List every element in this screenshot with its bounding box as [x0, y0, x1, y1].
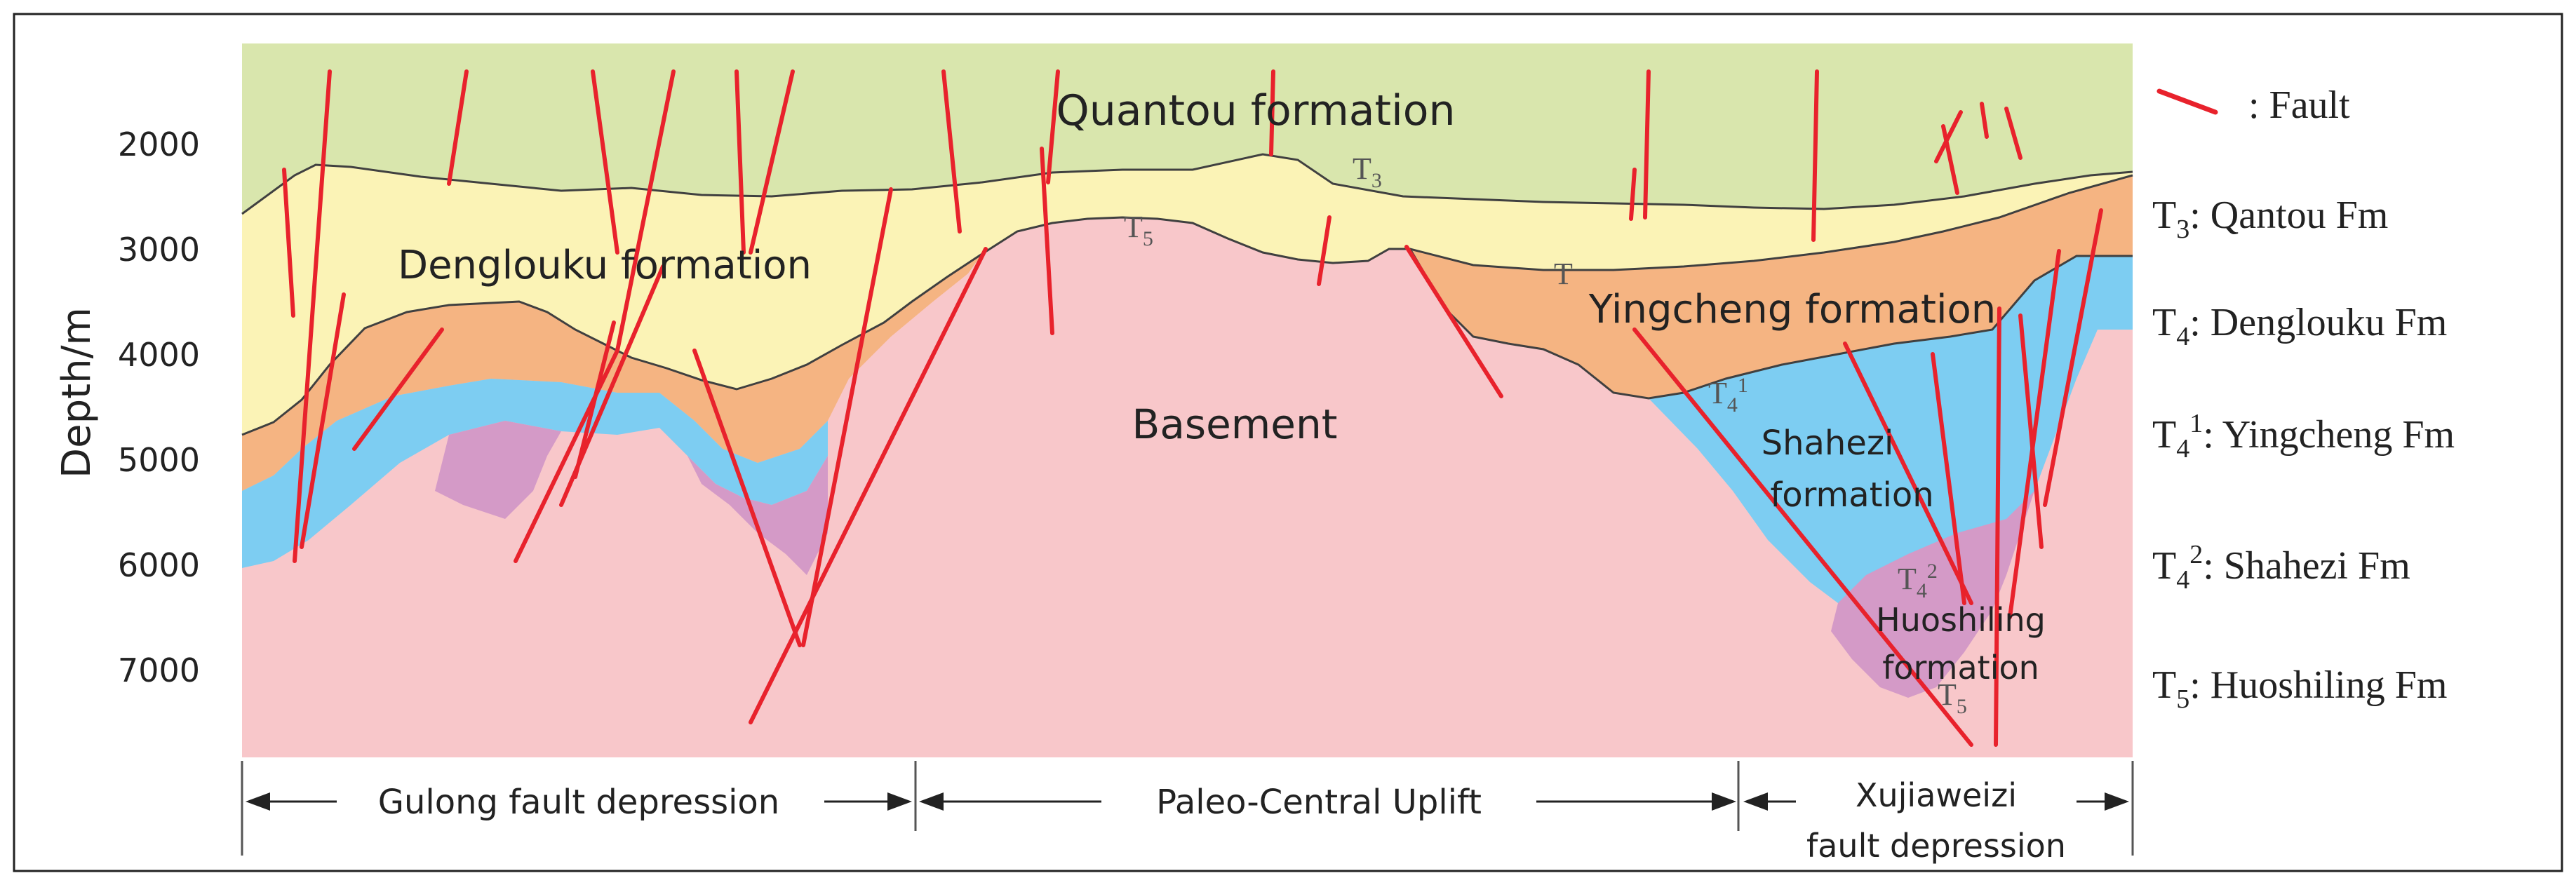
y-tick: 2000: [118, 126, 200, 163]
zone-xujia-2: fault depression: [1806, 827, 2066, 865]
arrow-right-icon: [1712, 792, 1736, 811]
fault: [692, 349, 802, 647]
legend-item: T42: Shahezi Fm: [2152, 540, 2410, 595]
legend-fault: : Fault: [2248, 83, 2350, 127]
fault: [1046, 69, 1060, 184]
label-quantou: Quantou formation: [1056, 86, 1456, 135]
legend-item: T3: Qantou Fm: [2152, 194, 2388, 244]
arrow-left-icon: [246, 792, 270, 811]
label-yingcheng: Yingcheng formation: [1588, 287, 1997, 332]
fault: [2004, 107, 2022, 160]
arrow-left-icon: [919, 792, 944, 811]
layer-quantou: [242, 43, 2133, 214]
y-tick: 4000: [118, 336, 200, 374]
y-axis-label: Depth/m: [54, 307, 100, 478]
fault: [1843, 342, 1973, 605]
label-shahezi-1: Shahezi: [1762, 424, 1894, 463]
fault: [1632, 327, 1973, 747]
marker-t5-right: T5: [1938, 677, 1967, 718]
fault: [352, 327, 444, 451]
fault: [749, 247, 988, 724]
fault: [801, 187, 893, 647]
marker-t5-left: T5: [1124, 210, 1153, 250]
fault-legend-icon: [2156, 88, 2218, 115]
fault: [2008, 249, 2061, 619]
fault: [514, 349, 619, 563]
label-huoshiling-1: Huoshiling: [1876, 601, 2046, 639]
arrow-right-icon: [887, 792, 912, 811]
zone-strip: Gulong fault depression Paleo-Central Up…: [241, 761, 2134, 865]
fault: [447, 69, 469, 186]
arrow-left-icon: [1743, 792, 1768, 811]
legend-item: T5: Huoshiling Fm: [2152, 663, 2447, 714]
fault: [2018, 313, 2044, 549]
layer-huoshiling-left: [435, 421, 561, 519]
y-tick: 3000: [118, 231, 200, 269]
formation-labels: Quantou formation Denglouku formation Yi…: [398, 86, 2046, 687]
fault: [1811, 69, 1819, 242]
fault: [300, 292, 346, 549]
zone-xujia-1: Xujiaweizi: [1856, 776, 2017, 814]
fault: [734, 69, 746, 255]
legend-item: T41: Yingcheng Fm: [2152, 409, 2455, 464]
fault: [1941, 124, 1959, 195]
legend: : Fault T3: Qantou Fm T4: Denglouku Fm T…: [2152, 83, 2455, 714]
fault: [941, 69, 962, 234]
layer-huoshiling-right: [1831, 491, 2034, 698]
fault: [1994, 306, 2001, 747]
layer-yingcheng-right: [1410, 175, 2133, 398]
fault: [282, 168, 295, 318]
fault: [1269, 69, 1275, 156]
fault: [573, 320, 616, 479]
y-axis: Depth/m 2000 3000 4000 5000 6000 7000: [54, 126, 200, 689]
y-tick: 5000: [118, 441, 200, 479]
fault: [1643, 69, 1651, 219]
fault: [1934, 110, 1963, 163]
arrow-right-icon: [2105, 792, 2129, 811]
fault: [1317, 215, 1331, 286]
label-shahezi-2: formation: [1770, 475, 1933, 515]
marker-t3: T3: [1353, 151, 1382, 192]
legend-item: T4: Denglouku Fm: [2152, 301, 2447, 351]
layer-denglouku: [242, 154, 2133, 435]
marker-t4-1: T41: [1708, 374, 1748, 417]
marker-t4-right: T: [1554, 257, 1573, 291]
label-basement: Basement: [1132, 400, 1338, 448]
fault: [1931, 352, 1966, 605]
fault: [1980, 102, 1989, 139]
zone-gulong: Gulong fault depression: [378, 783, 779, 822]
fault: [615, 69, 676, 353]
layer-shahezi-right: [1649, 256, 2133, 635]
zone-paleo: Paleo-Central Uplift: [1156, 783, 1482, 822]
horizon-markers: T3 T5 T T41 T42 T5: [1124, 151, 1967, 718]
fault: [1404, 245, 1503, 398]
layer-yingcheng-left: [242, 254, 982, 491]
label-denglouku: Denglouku formation: [398, 243, 812, 288]
y-tick: 7000: [118, 651, 200, 689]
fault: [293, 69, 332, 563]
layer-huoshiling-left-2: [687, 456, 828, 575]
section-plot: [241, 43, 2133, 757]
fault: [1629, 168, 1637, 221]
label-huoshiling-2: formation: [1882, 649, 2039, 687]
fault: [749, 69, 795, 255]
fault: [591, 69, 619, 255]
fault: [2043, 208, 2103, 507]
fault: [1040, 147, 1054, 335]
marker-t4-2: T42: [1898, 560, 1938, 602]
layer-shahezi-left: [242, 379, 828, 568]
y-tick: 6000: [118, 546, 200, 584]
fault-lines: [282, 69, 2103, 747]
